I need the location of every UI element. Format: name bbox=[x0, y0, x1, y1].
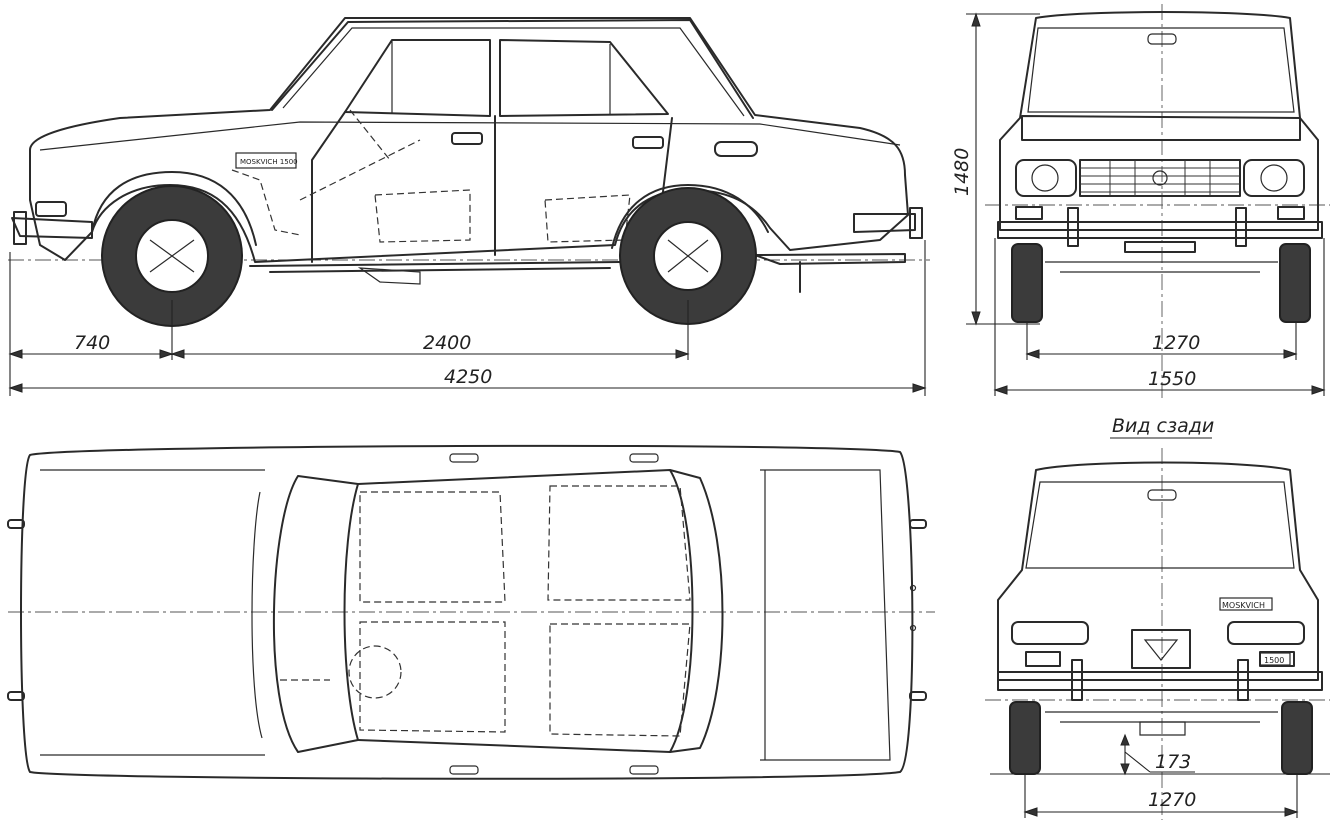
dim-overall-width: 1550 bbox=[1148, 368, 1196, 390]
front-view: 1480 1270 1550 bbox=[951, 4, 1330, 400]
dim-wheelbase: 2400 bbox=[423, 332, 471, 354]
dim-overall-length: 4250 bbox=[444, 366, 492, 388]
rear-badge-text: MOSKVICH bbox=[1222, 601, 1265, 610]
dim-rear-track: 1270 bbox=[1148, 789, 1196, 811]
top-view bbox=[7, 444, 935, 780]
rear-view-caption: Вид сзади bbox=[1112, 415, 1214, 437]
dim-front-overhang: 740 bbox=[74, 332, 110, 354]
side-view: MOSKVICH 1500 bbox=[8, 17, 930, 396]
side-badge-text: MOSKVICH 1500 bbox=[240, 158, 298, 166]
rear-plate-badge-text: 1500 bbox=[1264, 656, 1284, 665]
side-view-dimensions: 740 2400 4250 bbox=[8, 332, 927, 393]
dim-front-track: 1270 bbox=[1152, 332, 1200, 354]
dim-ground-clearance: 173 bbox=[1155, 751, 1191, 773]
dim-height: 1480 bbox=[951, 148, 973, 196]
rear-view: Вид сзади MOSKVICH 1500 173 bbox=[985, 415, 1330, 820]
